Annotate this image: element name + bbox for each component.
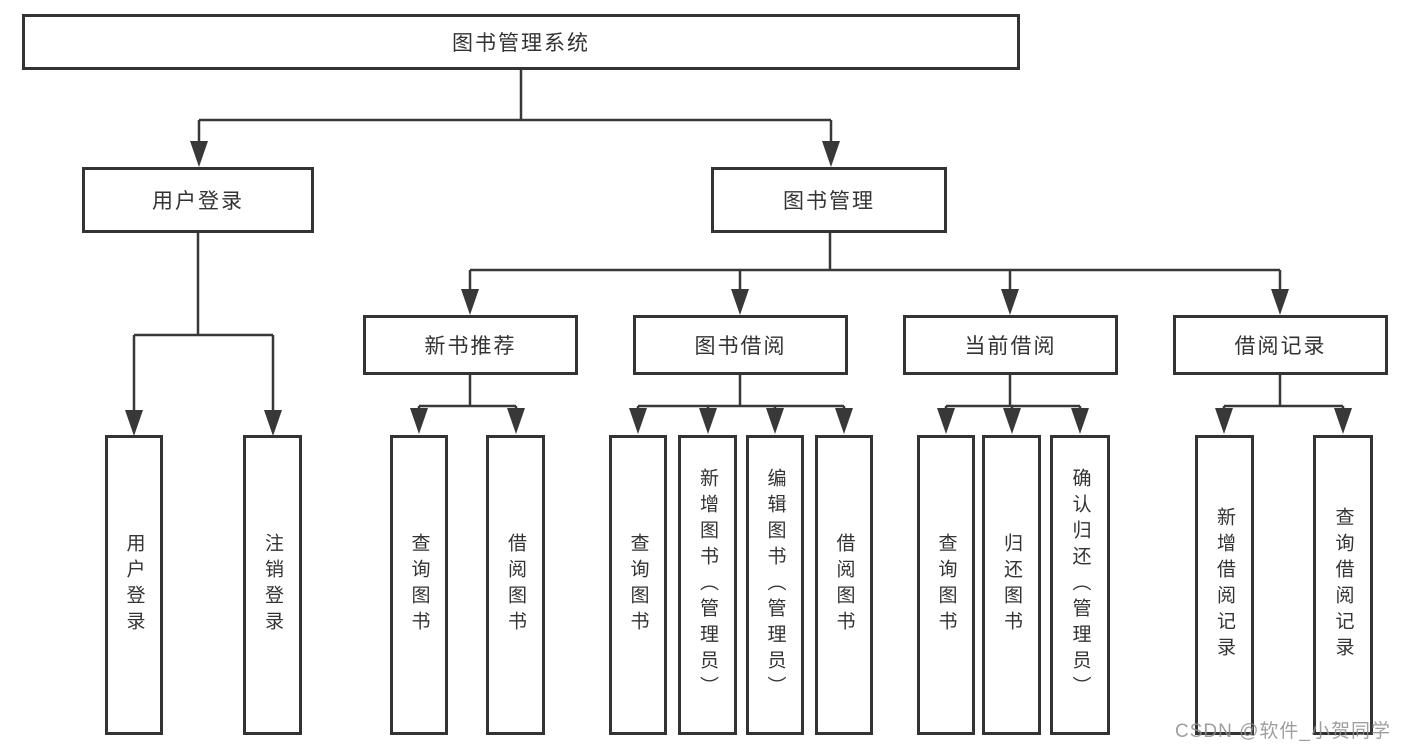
leaf-borrow-books: 借阅图书 [815, 435, 873, 735]
leaf-confirm-return-admin: 确认归还（管理员） [1050, 435, 1110, 735]
leaf-query-borrow-records: 查询借阅记录 [1313, 435, 1373, 735]
leaf-query-books-current: 查询图书 [917, 435, 975, 735]
leaf-query-books-recommend: 查询图书 [390, 435, 448, 735]
leaf-add-books-admin: 新增图书（管理员） [678, 435, 737, 735]
leaf-edit-books-admin: 编辑图书（管理员） [746, 435, 804, 735]
leaf-query-books-borrowing: 查询图书 [609, 435, 667, 735]
node-new-book-recommendation: 新书推荐 [363, 315, 578, 375]
node-current-borrowing: 当前借阅 [903, 315, 1118, 375]
connector-lines [132, 70, 1345, 414]
leaf-return-books: 归还图书 [982, 435, 1041, 735]
leaf-add-borrow-record: 新增借阅记录 [1195, 435, 1254, 735]
csdn-watermark: CSDN @软件_小贺同学 [1175, 721, 1391, 742]
arrowheads [125, 141, 1352, 436]
node-user-login: 用户登录 [82, 167, 314, 233]
leaf-logout: 注销登录 [243, 435, 302, 735]
node-book-management: 图书管理 [711, 167, 947, 233]
node-library-management-system: 图书管理系统 [22, 14, 1020, 70]
node-book-borrowing: 图书借阅 [633, 315, 848, 375]
leaf-user-login: 用户登录 [105, 435, 163, 735]
node-borrowing-records: 借阅记录 [1173, 315, 1388, 375]
leaf-borrow-books-recommend: 借阅图书 [486, 435, 545, 735]
